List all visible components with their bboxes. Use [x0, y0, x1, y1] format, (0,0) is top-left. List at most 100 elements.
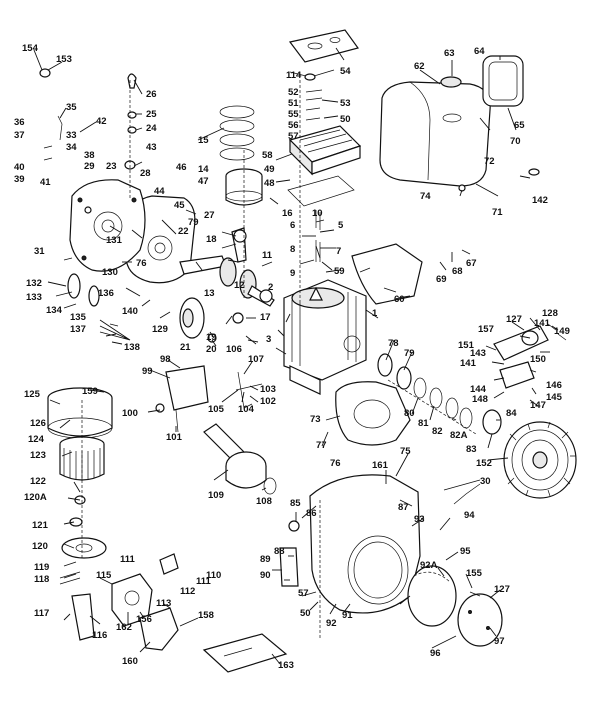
part-label: 23 — [106, 161, 117, 172]
part-label: 6 — [290, 220, 295, 231]
part-label: 46 — [176, 162, 187, 173]
part-label: 121 — [32, 520, 49, 531]
part-label: 147 — [530, 400, 546, 411]
part-label: 13 — [204, 288, 215, 299]
part-label: 153 — [56, 54, 72, 65]
connecting-rod-part — [231, 227, 247, 263]
part-label: 82A — [450, 430, 468, 441]
part-label: 3 — [266, 334, 271, 345]
part-label: 57 — [288, 131, 299, 142]
part-label: 14 — [198, 164, 209, 175]
part-label: 94 — [464, 510, 475, 521]
part-label: 137 — [70, 324, 86, 335]
part-label: 10 — [312, 208, 323, 219]
part-label: 161 — [372, 460, 389, 471]
part-label: 52 — [288, 87, 299, 98]
part-label: 16 — [282, 208, 293, 219]
part-label: 79 — [188, 217, 199, 228]
part-label: 103 — [260, 384, 276, 395]
part-label: 30 — [480, 476, 491, 487]
part-label: 98 — [160, 354, 171, 365]
part-label: 33 — [66, 130, 77, 141]
part-label: 53 — [340, 98, 351, 109]
shroud-part — [351, 243, 423, 305]
part-label: 96 — [430, 648, 441, 659]
part-label: 141 — [460, 358, 477, 369]
part-label: 56 — [288, 120, 299, 131]
part-label: 78 — [388, 338, 399, 349]
part-label: 135 — [70, 312, 87, 323]
part-label: 107 — [248, 354, 264, 365]
part-label: 12 — [234, 280, 245, 291]
part-label: 77 — [316, 440, 327, 451]
part-label: 138 — [124, 342, 140, 353]
part-label: 50 — [340, 114, 351, 125]
part-label: 95 — [460, 546, 471, 557]
part-label: 104 — [238, 404, 255, 415]
screen-part — [407, 565, 457, 627]
part-label: 24 — [146, 123, 157, 134]
center-lines — [81, 80, 477, 640]
bracket-part — [499, 361, 535, 389]
part-label: 92A — [420, 560, 438, 571]
part-label: 75 — [400, 446, 411, 457]
part-label: 148 — [472, 394, 488, 405]
part-label: 115 — [96, 570, 112, 581]
part-label: 17 — [260, 312, 271, 323]
part-label: 36 — [14, 117, 25, 128]
part-label: 71 — [492, 207, 503, 218]
filter-element-part — [59, 436, 105, 481]
part-label: 57 — [298, 588, 309, 599]
part-label: 129 — [152, 324, 168, 335]
part-label: 92 — [326, 618, 337, 629]
part-label: 126 — [30, 418, 46, 429]
part-label: 111 — [196, 576, 212, 587]
tank-strap-part — [482, 55, 524, 107]
part-label: 29 — [84, 161, 95, 172]
part-label: 64 — [474, 46, 485, 57]
part-label: 25 — [146, 109, 157, 120]
piston-rings-part — [219, 105, 255, 161]
part-label: 102 — [260, 396, 276, 407]
part-label: 122 — [30, 476, 46, 487]
part-label: 111 — [120, 554, 136, 565]
blower-housing-part — [335, 381, 411, 446]
governor-bracket-part — [165, 365, 209, 411]
part-label: 136 — [98, 288, 114, 299]
part-label: 109 — [208, 490, 224, 501]
part-label: 158 — [198, 610, 214, 621]
part-label: 152 — [476, 458, 492, 469]
part-label: 31 — [34, 246, 45, 257]
part-label: 63 — [444, 48, 455, 59]
part-label: 2 — [268, 282, 273, 293]
part-label: 54 — [340, 66, 351, 77]
part-label: 131 — [106, 235, 123, 246]
part-label: 159 — [82, 386, 98, 397]
part-label: 116 — [92, 630, 107, 641]
part-label: 97 — [494, 636, 505, 647]
part-label: 42 — [96, 116, 107, 127]
part-label: 85 — [290, 498, 301, 509]
part-label: 73 — [310, 414, 321, 425]
gasket-part — [263, 477, 277, 495]
part-label: 157 — [478, 324, 494, 335]
tube-part — [71, 593, 95, 641]
flywheel-part — [503, 421, 577, 499]
part-label: 143 — [470, 348, 486, 359]
head-gasket-part — [287, 175, 355, 207]
part-label: 146 — [546, 380, 562, 391]
part-label: 49 — [264, 164, 275, 175]
part-label: 37 — [14, 130, 25, 141]
part-label: 140 — [122, 306, 138, 317]
part-label: 80 — [404, 408, 415, 419]
part-label: 141 — [534, 318, 551, 329]
part-label: 106 — [226, 344, 242, 355]
part-label: 93 — [414, 514, 425, 525]
part-label: 82 — [432, 426, 443, 437]
part-label: 100 — [122, 408, 138, 419]
part-label: 105 — [208, 404, 225, 415]
part-label: 79 — [404, 348, 415, 359]
part-label: 142 — [532, 195, 548, 206]
part-label: 74 — [420, 191, 431, 202]
